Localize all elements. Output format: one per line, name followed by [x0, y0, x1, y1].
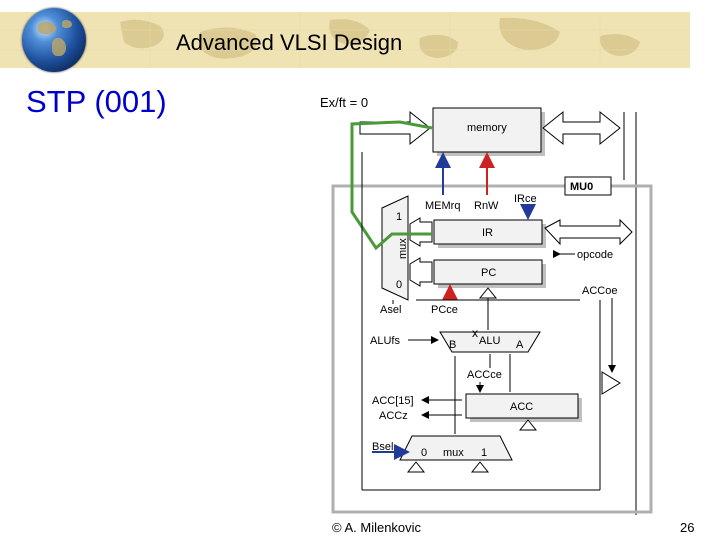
ir-input-arrow	[409, 217, 433, 247]
state-label: Ex/ft = 0	[320, 95, 368, 110]
globe-icon	[22, 8, 86, 72]
alu-port-a: A	[516, 339, 524, 351]
alu-marker: x	[472, 326, 478, 340]
b-mux-input-0	[406, 461, 426, 473]
alu-block	[439, 331, 541, 353]
pc-block	[433, 259, 543, 285]
address-mux-label: mux	[397, 238, 409, 259]
address-mux-0: 0	[396, 279, 402, 291]
acc-feedback-arrow	[518, 419, 538, 431]
page-number: 26	[680, 520, 695, 535]
memory-label: memory	[467, 122, 507, 134]
b-mux-input-1	[470, 461, 490, 473]
presentation-title: Advanced VLSI Design	[176, 30, 403, 55]
b-mux-1: 1	[481, 447, 487, 459]
address-mux	[381, 195, 409, 301]
slide-heading: STP (001)	[26, 84, 167, 119]
pc-feedback-arrow	[478, 287, 498, 299]
b-mux-label: mux	[443, 447, 464, 459]
acc-label: ACC	[510, 401, 533, 413]
pc-input-arrow	[409, 257, 433, 287]
accz-label: ACCz	[379, 410, 408, 422]
irce-label: IRce	[514, 193, 537, 205]
header-band	[0, 12, 690, 68]
accce-label: ACCce	[467, 369, 502, 381]
accoe-label: ACCoe	[582, 285, 617, 297]
address-mux-1: 1	[396, 211, 402, 223]
memory-block	[432, 107, 542, 153]
alufs-label: ALUfs	[370, 335, 400, 347]
ir-label: IR	[482, 227, 493, 239]
bsel-label: Bsel	[372, 441, 393, 453]
address-bus-arrow	[359, 110, 431, 146]
active-data-path	[350, 120, 433, 251]
pc-label: PC	[481, 267, 496, 279]
mu0-frame	[331, 184, 653, 514]
world-map-background	[0, 12, 690, 68]
acc-block	[465, 393, 579, 419]
alu-label: ALU	[479, 335, 500, 347]
opcode-label: opcode	[577, 249, 613, 261]
alu-port-b: B	[449, 339, 456, 351]
acc15-label: ACC[15]	[372, 395, 414, 407]
b-mux-0: 0	[421, 447, 427, 459]
mu0-label: MU0	[570, 181, 593, 193]
pcce-label: PCce	[431, 304, 458, 316]
rnw-label: RnW	[474, 200, 499, 212]
ir-bus-arrow	[544, 218, 633, 246]
ir-block	[433, 219, 543, 245]
data-bus-arrow	[542, 110, 621, 146]
memrq-label: MEMrq	[425, 200, 460, 212]
footer-author: © A. Milenkovic	[332, 520, 422, 535]
accoe-buffer	[601, 371, 621, 395]
mu0-label-box	[564, 176, 612, 196]
asel-label: Asel	[380, 304, 401, 316]
